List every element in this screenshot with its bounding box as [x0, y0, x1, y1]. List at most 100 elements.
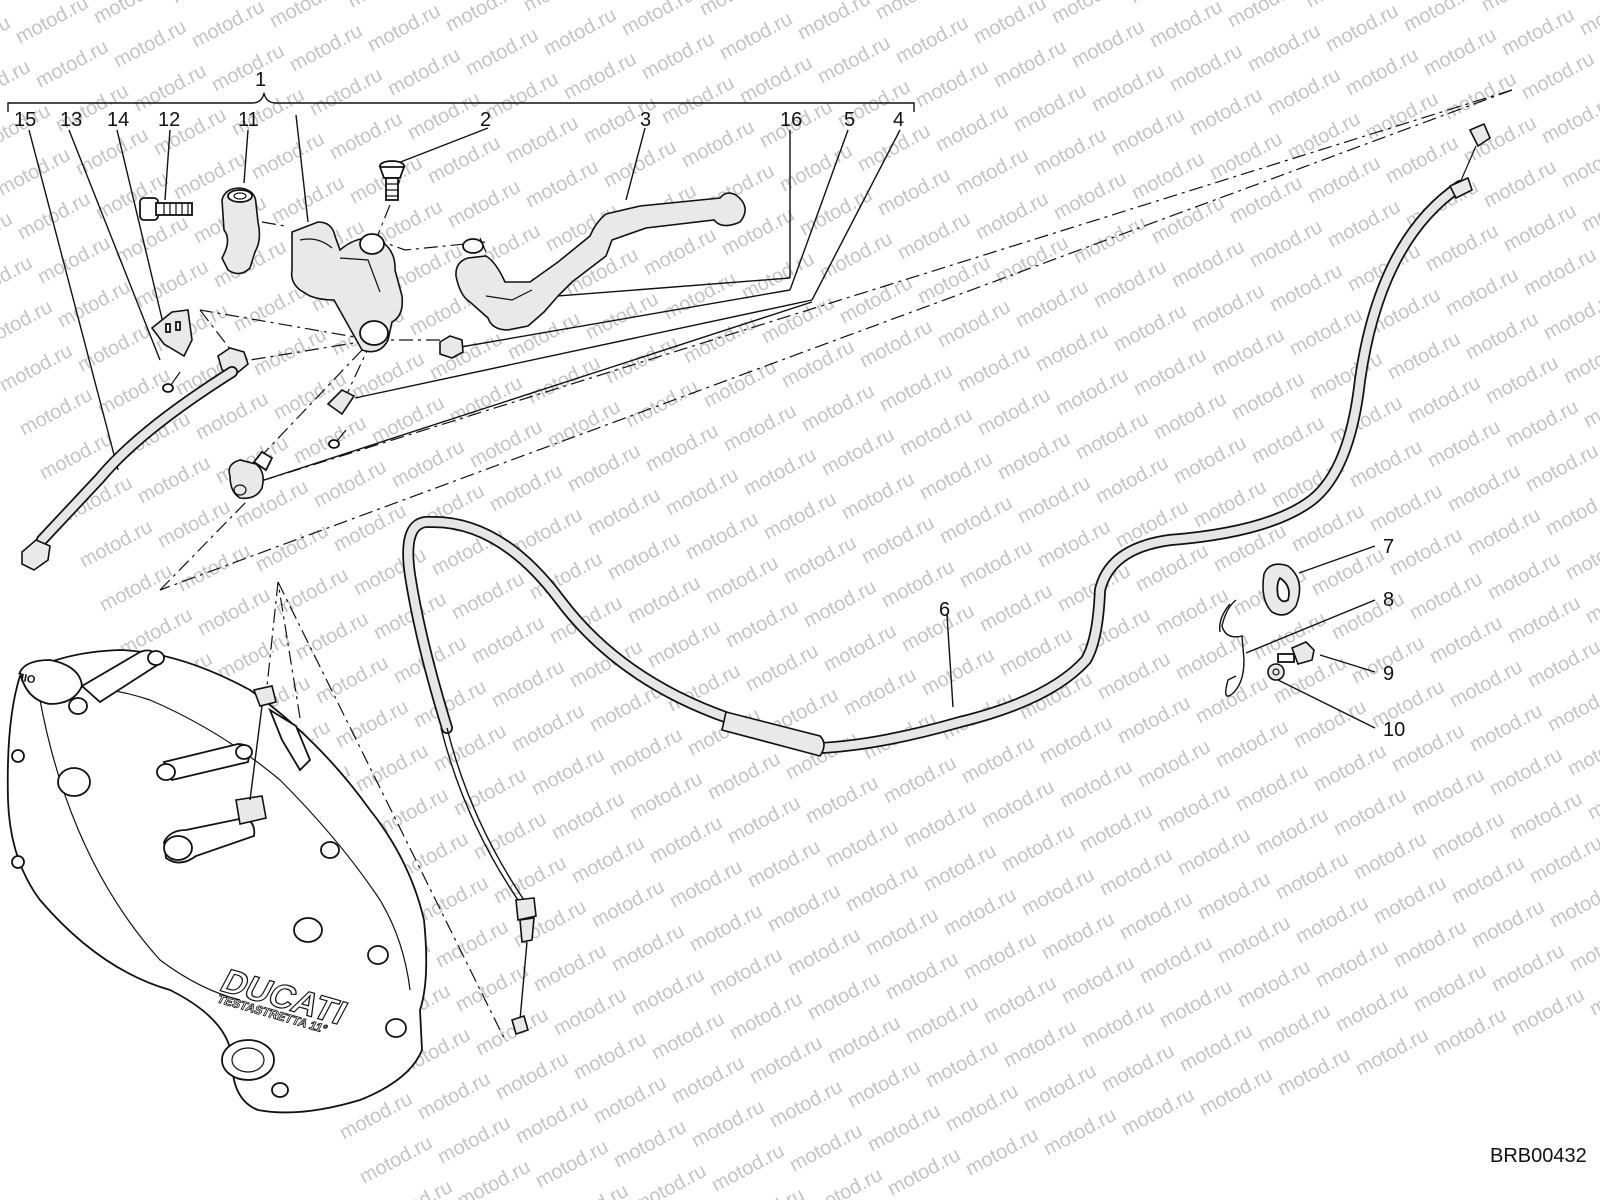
watermark-text: motod.ru [856, 316, 936, 372]
watermark-text: motod.ru [622, 376, 702, 432]
watermark-text: motod.ru [662, 464, 742, 520]
watermark-text: motod.ru [1234, 956, 1314, 1012]
watermark-text: motod.ru [666, 856, 746, 912]
watermark-text: motod.ru [1426, 612, 1506, 668]
callout-9: 9 [1383, 663, 1394, 685]
watermark-text: motod.ru [208, 40, 288, 96]
watermark-text: motod.ru [798, 380, 878, 436]
watermark-text: motod.ru [90, 0, 170, 28]
watermark-text: motod.ru [286, 20, 366, 76]
watermark-text: motod.ru [638, 28, 718, 84]
watermark-text: motod.ru [250, 324, 330, 380]
watermark-text: motod.ru [894, 208, 974, 264]
watermark-text: motod.ru [1526, 832, 1600, 888]
watermark-text: motod.ru [1324, 196, 1404, 252]
watermark-text: motod.ru [1306, 348, 1386, 404]
watermark-text: motod.ru [786, 1120, 866, 1176]
watermark-text: motod.ru [1154, 780, 1234, 836]
watermark-text: motod.ru [994, 428, 1074, 484]
watermark-text: motod.ru [884, 1144, 964, 1200]
watermark-text: motod.ru [660, 268, 740, 324]
watermark-text: motod.ru [700, 356, 780, 412]
watermark-text: motod.ru [1286, 304, 1366, 360]
watermark-text: motod.ru [644, 616, 724, 672]
part-8-clip [1219, 599, 1245, 697]
watermark-text: motod.ru [1508, 984, 1588, 1040]
oil-filler-mark: OIL [16, 670, 36, 685]
watermark-text: motod.ru [528, 744, 608, 800]
watermark-text: motod.ru [0, 252, 36, 308]
watermark-text: motod.ru [1308, 544, 1388, 600]
watermark-text: motod.ru [482, 68, 562, 124]
watermark-text: motod.ru [1400, 0, 1480, 36]
watermark-text: motod.ru [1136, 932, 1216, 988]
watermark-text: motod.ru [998, 820, 1078, 876]
watermark-text: motod.ru [1076, 800, 1156, 856]
watermark-text: motod.ru [1498, 4, 1578, 60]
watermark-text: motod.ru [1020, 1060, 1100, 1116]
watermark-text: motod.ru [588, 876, 668, 932]
watermark-text: motod.ru [836, 272, 916, 328]
watermark-text: motod.ru [174, 540, 254, 596]
watermark-text: motod.ru [1052, 364, 1132, 420]
watermark-text: motod.ru [1206, 128, 1286, 184]
watermark-text: motod.ru [1382, 132, 1462, 188]
watermark-text: motod.ru [708, 1140, 788, 1196]
watermark-text: motod.ru [1232, 760, 1312, 816]
watermark-text: motod.ru [540, 4, 620, 60]
callout-3: 3 [640, 109, 651, 131]
watermark-text: motod.ru [736, 52, 816, 108]
watermark-text: motod.ru [1134, 736, 1214, 792]
callout-1: 1 [255, 69, 266, 91]
watermark-text: motod.ru [1108, 104, 1188, 160]
watermark-text: motod.ru [1094, 648, 1174, 704]
part-10-washer [1267, 663, 1285, 681]
part-14-bracket [150, 309, 193, 358]
watermark-text: motod.ru [448, 568, 528, 624]
part-11-clamp [221, 187, 261, 275]
watermark-text: motod.ru [952, 144, 1032, 200]
watermark-text: motod.ru [1034, 516, 1114, 572]
watermark-text: motod.ru [1170, 432, 1250, 488]
watermark-text: motod.ru [618, 0, 698, 40]
watermark-text: motod.ru [958, 732, 1038, 788]
watermark-text: motod.ru [804, 968, 884, 1024]
watermark-text: motod.ru [414, 1068, 494, 1124]
watermark-text: motod.ru [1056, 756, 1136, 812]
watermark-text: motod.ru [970, 0, 1050, 48]
watermark-text: motod.ru [778, 336, 858, 392]
watermark-text: motod.ru [424, 132, 504, 188]
watermark-text: motod.ru [1030, 124, 1110, 180]
watermark-text: motod.ru [426, 328, 506, 384]
watermark-text: motod.ru [1312, 936, 1392, 992]
watermark-text: motod.ru [1352, 1024, 1432, 1080]
watermark-text: motod.ru [1408, 764, 1488, 820]
watermark-text: motod.ru [388, 436, 468, 492]
watermark-text: motod.ru [444, 176, 524, 232]
watermark-text: motod.ru [626, 768, 706, 824]
watermark-text: motod.ru [1560, 332, 1600, 388]
watermark-text: motod.ru [1558, 136, 1600, 192]
watermark-text: motod.ru [570, 1028, 650, 1084]
watermark-text: motod.ru [1032, 320, 1112, 376]
part-16-pin [479, 237, 487, 253]
watermark-text: motod.ru [838, 468, 918, 524]
watermark-text: motod.ru [794, 0, 874, 44]
watermark-text: motod.ru [508, 700, 588, 756]
clutch-master-body [290, 221, 404, 353]
watermark-text: motod.ru [1072, 408, 1152, 464]
switch-connector [217, 347, 249, 375]
watermark-text: motod.ru [188, 0, 268, 52]
watermark-text: motod.ru [1188, 280, 1268, 336]
watermark-text: motod.ru [1328, 588, 1408, 644]
watermark-text: motod.ru [780, 532, 860, 588]
watermark-text: motod.ru [1406, 568, 1486, 624]
watermark-text: motod.ru [646, 812, 726, 868]
watermark-text: motod.ru [462, 24, 542, 80]
watermark-text: motod.ru [1214, 912, 1294, 968]
part-9-screw [1277, 641, 1315, 665]
watermark-text: motod.ru [1090, 256, 1170, 312]
watermark-text: motod.ru [604, 528, 684, 584]
watermark-text: motod.ru [1264, 64, 1344, 120]
watermark-text: motod.ru [1486, 744, 1566, 800]
